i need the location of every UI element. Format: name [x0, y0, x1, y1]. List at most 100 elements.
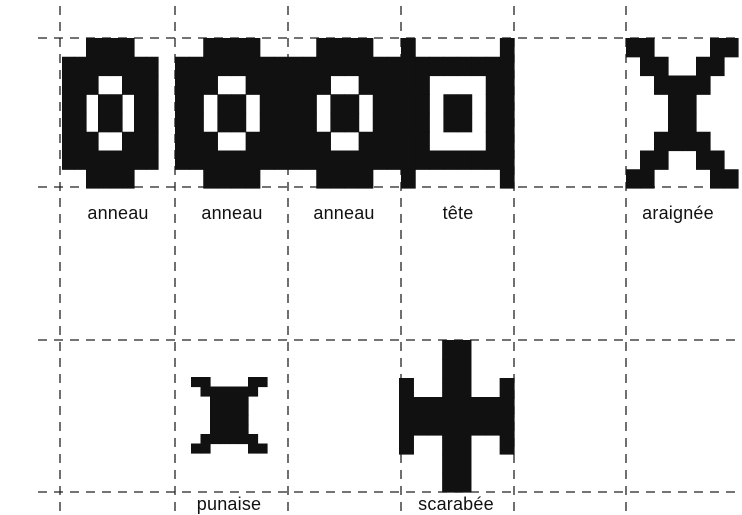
sprite-pixel	[387, 94, 402, 113]
sprite-pixel	[260, 57, 275, 76]
sprite-pixel	[210, 396, 220, 406]
sprite-pixel	[316, 132, 331, 151]
sprite-pixel	[220, 434, 230, 444]
sprite-pixel	[62, 151, 75, 170]
sprite-pixel	[134, 132, 147, 151]
sprite-pixel	[401, 57, 416, 76]
sprite-pixel	[668, 94, 683, 113]
sprite-pixel	[86, 169, 99, 188]
sprite-pixel	[387, 76, 402, 95]
label-punaise: punaise	[197, 494, 261, 515]
sprite-pixel	[724, 38, 739, 57]
sprite-pixel	[175, 76, 190, 95]
sprite-pixel	[146, 151, 159, 170]
sprite-pixel	[458, 94, 473, 113]
sprite-pixel	[146, 76, 159, 95]
sprite-pixel	[682, 113, 697, 132]
sprite-pixel	[122, 76, 135, 95]
sprite-pixel	[302, 94, 317, 113]
sprite-pixel	[232, 151, 247, 170]
sprite-pixel	[442, 454, 457, 474]
sprite-pixel	[98, 57, 111, 76]
sprite-pixel	[500, 435, 515, 455]
sprite-pixel	[246, 76, 261, 95]
sprite-pixel	[302, 113, 317, 132]
sprite-pixel	[239, 396, 249, 406]
sprite-pixel	[274, 113, 289, 132]
sprite-pixel	[217, 151, 232, 170]
sprite-pixel	[229, 406, 239, 416]
sprite-pixel	[443, 151, 458, 170]
sprite-pixel	[201, 377, 211, 387]
sprite-pixel	[359, 132, 374, 151]
sprite-scarabee	[399, 340, 515, 493]
sprite-pixel	[373, 57, 388, 76]
sprite-pixel	[500, 378, 515, 398]
sprite-pixel	[486, 132, 501, 151]
sprite-pixel	[401, 169, 416, 188]
sprite-pixel	[710, 151, 725, 170]
sprite-pixel	[640, 169, 655, 188]
sprite-araignee	[626, 38, 739, 189]
sprite-pixel	[682, 132, 697, 151]
sprite-punaise	[191, 377, 268, 454]
sprite-pixel	[682, 76, 697, 95]
sprite-pixel	[274, 151, 289, 170]
sprite-pixel	[345, 113, 360, 132]
sprite-pixel	[500, 38, 515, 57]
sprite-pixel	[232, 57, 247, 76]
sprite-pixel	[316, 151, 331, 170]
label-anneau-2: anneau	[201, 203, 262, 224]
sprite-pixel	[415, 113, 430, 132]
sprite-pixel	[189, 94, 204, 113]
sprite-pixel	[500, 57, 515, 76]
sprite-pixel	[682, 94, 697, 113]
label-araignee: araignée	[642, 203, 714, 224]
sprite-pixel	[415, 132, 430, 151]
sprite-pixel	[415, 76, 430, 95]
sprite-pixel	[485, 397, 500, 417]
sprite-pixel	[415, 151, 430, 170]
sprite-pixel	[217, 94, 232, 113]
sprite-pixel	[210, 415, 220, 425]
sprite-pixel	[246, 132, 261, 151]
sprite-pixel	[442, 397, 457, 417]
sprite-pixel	[229, 425, 239, 435]
sprite-pixel	[428, 397, 443, 417]
sprite-pixel	[229, 434, 239, 444]
sprite-pixel	[696, 76, 711, 95]
sprite-pixel	[457, 473, 472, 493]
sprite-pixel	[415, 57, 430, 76]
sprite-pixel	[248, 377, 258, 387]
sprite-pixel	[260, 76, 275, 95]
sprite-pixel	[260, 94, 275, 113]
sprite-pixel	[122, 151, 135, 170]
sprite-pixel	[274, 76, 289, 95]
sprite-pixel	[146, 94, 159, 113]
sprite-pixel	[457, 454, 472, 474]
sprite-pixel	[146, 57, 159, 76]
sprite-pixel	[229, 387, 239, 397]
sprite-pixel	[210, 434, 220, 444]
sprite-pixel	[316, 38, 331, 57]
sprite-pixel	[359, 169, 374, 188]
sprite-pixel	[203, 76, 218, 95]
sprite-pixel	[387, 57, 402, 76]
sprite-pixel	[260, 151, 275, 170]
sprite-pixel	[246, 169, 261, 188]
sprite-pixel	[500, 113, 515, 132]
sprite-pixel	[668, 76, 683, 95]
sprite-pixel	[442, 416, 457, 436]
sprite-pixel	[175, 132, 190, 151]
sprite-pixel	[359, 57, 374, 76]
sprite-pixel	[74, 57, 87, 76]
sprite-tete	[401, 38, 515, 189]
sprite-pixel	[203, 169, 218, 188]
sprite-pixel	[98, 38, 111, 57]
sprite-pixel	[110, 57, 123, 76]
sprite-pixel	[239, 387, 249, 397]
sprite-pixel	[232, 38, 247, 57]
sprite-pixel	[696, 151, 711, 170]
sprite-anneau-2	[175, 38, 289, 189]
sprite-pixel	[146, 113, 159, 132]
